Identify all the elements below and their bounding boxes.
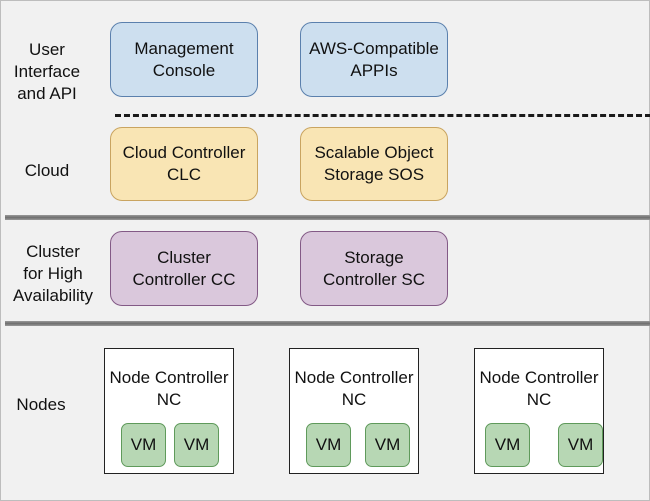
node-controller-box: Node Controller NC VM VM — [474, 348, 604, 474]
aws-compatible-apis-box: AWS-Compatible APPIs — [300, 22, 448, 97]
layer-label-nodes: Nodes — [16, 395, 66, 414]
node-controller-box: Node Controller NC VM VM — [104, 348, 234, 474]
dashed-divider — [115, 114, 650, 117]
layer-divider-cloud-cluster — [5, 215, 650, 220]
layer-label-cluster: Cluster for High Availability — [12, 242, 93, 305]
cluster-controller-box: Cluster Controller CC — [110, 231, 258, 306]
vm-box: VM — [558, 423, 603, 467]
node-controller-title: Node Controller NC — [294, 368, 414, 409]
node-controller-box: Node Controller NC VM VM — [289, 348, 419, 474]
vm-box: VM — [306, 423, 351, 467]
vm-box: VM — [365, 423, 410, 467]
cloud-controller-box: Cloud Controller CLC — [110, 127, 258, 201]
layer-label-ui-api: User Interface and API — [13, 40, 81, 103]
vm-box: VM — [121, 423, 166, 467]
layer-label-cloud: Cloud — [24, 161, 70, 180]
storage-controller-box: Storage Controller SC — [300, 231, 448, 306]
vm-box: VM — [485, 423, 530, 467]
scalable-object-storage-box: Scalable Object Storage SOS — [300, 127, 448, 201]
node-controller-title: Node Controller NC — [479, 368, 599, 409]
node-controller-title: Node Controller NC — [109, 368, 229, 409]
vm-box: VM — [174, 423, 219, 467]
management-console-box: Management Console — [110, 22, 258, 97]
layer-divider-cluster-nodes — [5, 321, 650, 326]
